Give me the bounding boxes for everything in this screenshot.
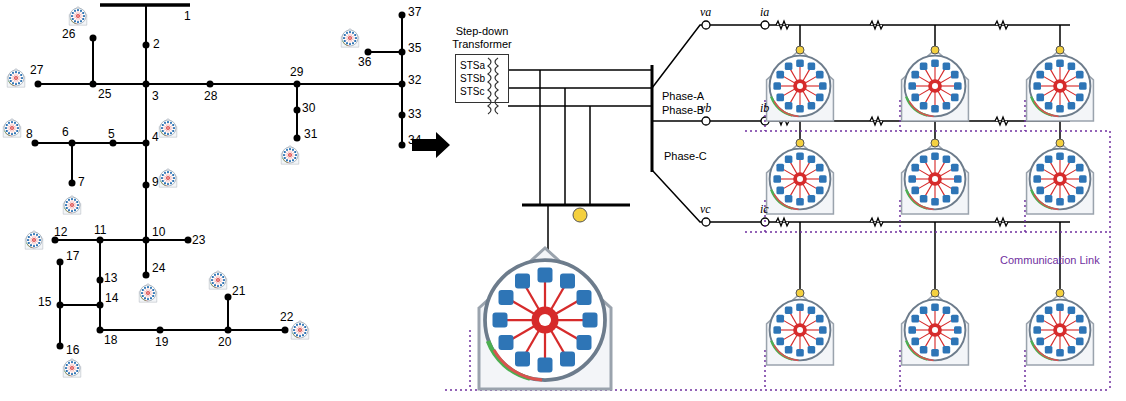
bus-number: 28 [204,90,217,103]
bus-number: 14 [105,292,118,305]
bus-number: 33 [408,108,421,121]
comm-link [445,100,1110,390]
phase-label: Phase-C [664,150,707,163]
bus-number: 16 [66,344,79,357]
line-impedances [702,21,1008,226]
bus-number: 24 [152,262,165,275]
bus-number: 23 [192,234,205,247]
bus-number: 34 [408,134,421,147]
bus-dots [32,12,406,350]
phase-label: Phase-B [662,104,704,117]
bus-number: 37 [408,6,421,19]
sts-label: STSa [460,59,488,72]
bus-number: 15 [38,296,51,309]
bus-number: 20 [218,336,231,349]
signal-name: vc [700,203,711,216]
bus-number: 30 [302,102,315,115]
bus-number: 22 [280,311,293,324]
bus-number: 36 [358,56,371,69]
meters [573,46,1064,297]
bus-number: 10 [152,226,165,239]
signal-name: ib [760,102,769,115]
bus-number: 29 [290,66,303,79]
bus-number: 4 [152,131,159,144]
transformer-coils [488,58,498,114]
bus-number: 3 [152,90,159,103]
bus-number: 35 [408,42,421,55]
signal-name: ia [760,6,769,19]
bus-number: 13 [104,272,117,285]
house-icons [479,50,1093,389]
bus-number: 21 [232,285,245,298]
transformer-title: Step-down Transformer [437,25,527,51]
bus-number: 18 [104,334,117,347]
bus-number: 32 [408,74,421,87]
bus-number: 27 [30,64,43,77]
bus-number: 2 [153,38,160,51]
transformer-box: Step-down TransformerSTSaSTSbSTSc [455,54,509,103]
bus-number: 11 [94,224,106,237]
bus-number: 1 [184,10,191,23]
bus-number: 19 [155,336,168,349]
bus-number: 5 [108,128,115,141]
home-icons [3,6,359,377]
sts-label: STSc [460,85,488,98]
bus-number: 25 [98,88,111,101]
bus-number: 26 [62,28,75,41]
bus-number: 31 [304,128,317,141]
bus-number: 9 [152,176,159,189]
bus-number: 6 [62,126,69,139]
bus-number: 12 [54,226,67,239]
comm-label: Communication Link [1000,254,1100,267]
bus-number: 17 [66,250,79,263]
sts-label: STSb [460,72,488,85]
secondary-wires [508,25,1070,292]
signal-name: va [700,6,711,19]
bus-number: 8 [26,128,33,141]
phase-label: Phase-A [662,90,704,103]
bus-number: 7 [78,176,85,189]
feeder-lines [35,5,402,346]
signal-name: ic [760,203,769,216]
